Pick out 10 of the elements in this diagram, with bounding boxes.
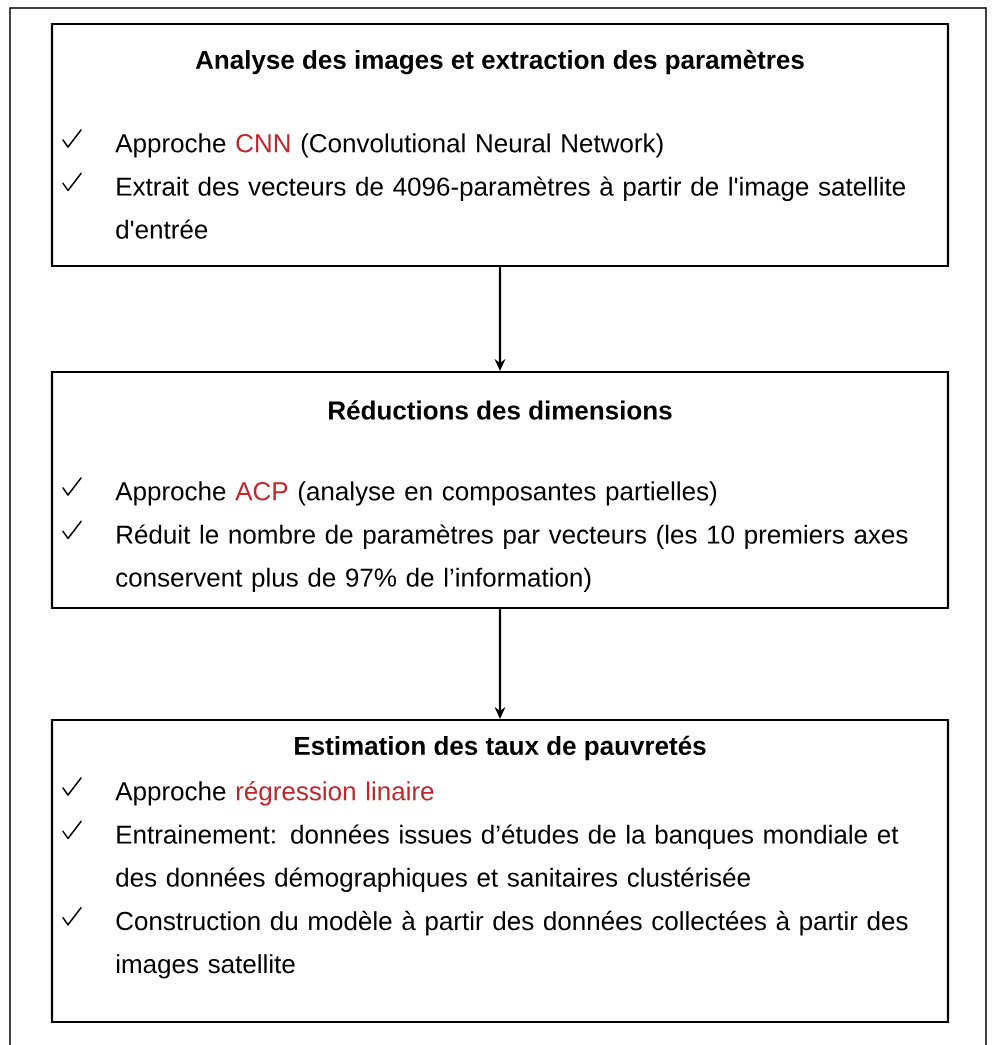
bullet-text: Construction du modèle à partir des données collectées à partir des images satellite xyxy=(116,910,908,979)
bullet-text: Entrainement: données issues d’études de la banques mondiale et des données démographiques et sanitaires clustérisée xyxy=(116,824,899,892)
bullet-text: Réduit le nombre de paramètres par vecteurs (les 10 premiers axes conservent plus de 97% de l’information) xyxy=(116,524,908,592)
bullet-text: Approche ACP (analyse en composantes partielles) xyxy=(115,481,717,506)
box-heading: Analyse des images et extraction des paramètres xyxy=(195,49,804,75)
bullet-text: Approche régression linaire xyxy=(115,781,434,806)
box-heading: Réductions des dimensions xyxy=(329,400,672,420)
bullet-text: Approche CNN (Convolutional Neural Network) xyxy=(115,133,663,158)
box-heading: Estimation des taux de pauvretés xyxy=(295,735,706,761)
bullet-text: Extrait des vecteurs de 4096-paramètres à partir de l'image satellite d'entrée xyxy=(116,176,905,239)
